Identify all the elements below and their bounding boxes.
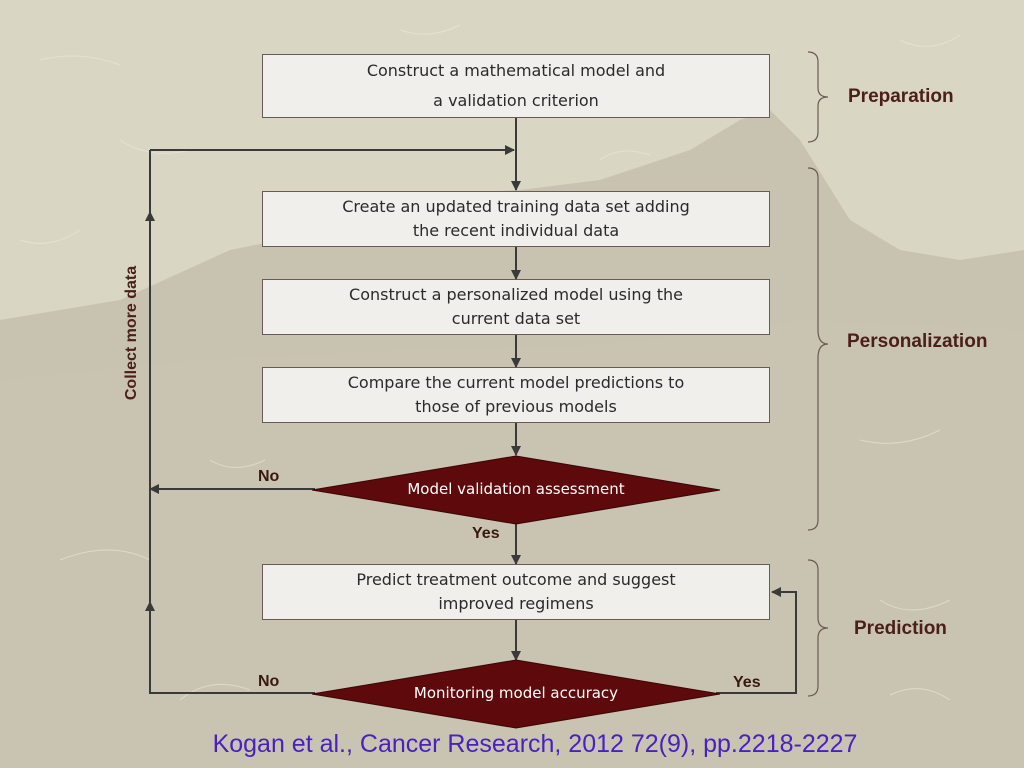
brace-personalization: [807, 167, 829, 531]
citation-text: Kogan et al., Cancer Research, 2012 72(9…: [212, 730, 858, 758]
box-predict-line2: improved regimens: [438, 594, 594, 613]
phase-preparation-label: Preparation: [848, 86, 954, 107]
box-personalized-line2: current data set: [451, 309, 581, 328]
box-predict-outcome: Predict treatment outcome and suggest im…: [262, 564, 770, 620]
box-personalized-line1: Construct a personalized model using the: [349, 285, 683, 304]
box-compare-predictions: Compare the current model predictions to…: [262, 367, 770, 423]
validation-no-label: No: [258, 468, 280, 485]
box-compare-line1: Compare the current model predictions to: [347, 373, 685, 392]
decision-monitoring-diamond: [311, 659, 721, 729]
decision-validation-label: Model validation assessment: [407, 480, 625, 498]
phase-prediction-label: Prediction: [854, 618, 947, 639]
collect-more-data-label: Collect more data: [123, 265, 140, 401]
box-compare-line2: those of previous models: [415, 397, 617, 416]
decision-validation-diamond: [311, 455, 721, 525]
box-construct-line1: Construct a mathematical model and: [366, 61, 666, 80]
box-predict-line1: Predict treatment outcome and suggest: [356, 570, 676, 589]
brace-preparation: [807, 51, 829, 143]
decision-monitoring-label: Monitoring model accuracy: [413, 684, 619, 702]
monitoring-no-label: No: [258, 673, 280, 690]
box-construct-line2: a validation criterion: [433, 91, 599, 110]
phase-personalization-label: Personalization: [847, 331, 988, 352]
box-construct-model: Construct a mathematical model and a val…: [262, 54, 770, 118]
monitoring-yes-label: Yes: [733, 674, 761, 691]
brace-prediction: [807, 559, 829, 697]
box-update-training-data: Create an updated training data set addi…: [262, 191, 770, 247]
loop-monitoring-no: [149, 150, 315, 694]
box-update-line2: the recent individual data: [412, 221, 620, 240]
loop-monitoring-yes: [716, 587, 797, 694]
validation-yes-label: Yes: [472, 525, 500, 542]
box-update-line1: Create an updated training data set addi…: [342, 197, 690, 216]
box-personalized-model: Construct a personalized model using the…: [262, 279, 770, 335]
